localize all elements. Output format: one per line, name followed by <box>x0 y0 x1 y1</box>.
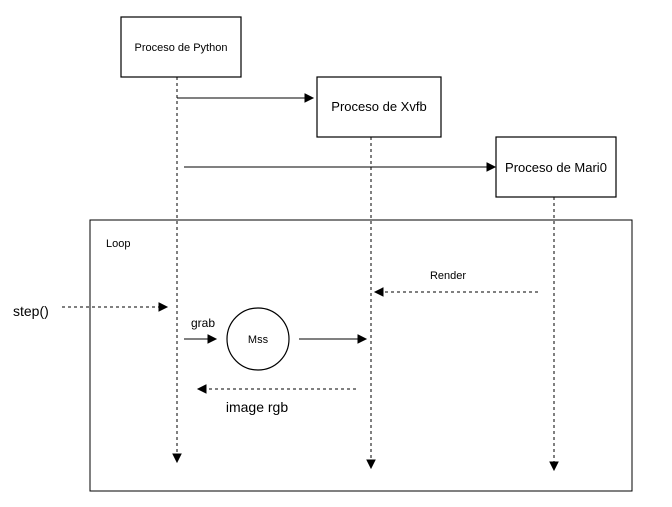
python-process-box <box>120 16 242 78</box>
grab-label: grab <box>191 316 215 330</box>
mario-lifeline-arrowhead <box>549 461 559 472</box>
mss-label: Mss <box>248 334 269 346</box>
python-to-mario-arrowhead <box>486 162 497 172</box>
xvfb-lifeline-arrowhead <box>366 459 376 470</box>
mss-node <box>226 307 290 371</box>
python-lifeline-arrowhead <box>172 453 182 464</box>
python-to-xvfb-arrowhead <box>304 93 315 103</box>
grab-arrowhead <box>207 334 218 344</box>
xvfb-process-box <box>316 76 442 138</box>
python-process-label: Proceso de Python <box>135 42 228 54</box>
loop-frame <box>89 219 633 492</box>
render-label: Render <box>430 270 466 282</box>
mss-to-xvfb-arrowhead <box>357 334 368 344</box>
mario-process-label: Proceso de Mari0 <box>505 160 607 175</box>
image-rgb-arrowhead <box>196 384 207 394</box>
image-rgb-label: image rgb <box>226 399 288 415</box>
mario-process-box <box>495 136 617 198</box>
step-label: step() <box>13 303 49 319</box>
render-arrowhead <box>373 287 384 297</box>
step-arrowhead <box>158 302 169 312</box>
loop-label: Loop <box>106 238 130 250</box>
xvfb-process-label: Proceso de Xvfb <box>331 99 426 114</box>
